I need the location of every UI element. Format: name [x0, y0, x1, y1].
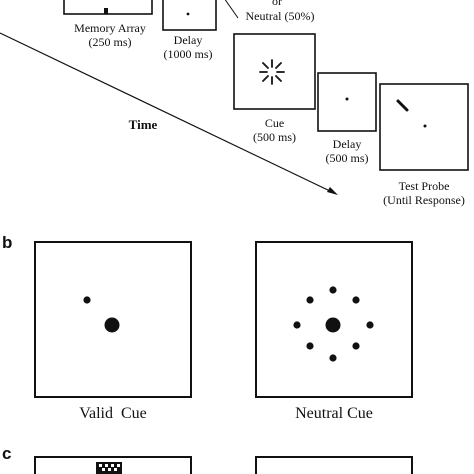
- cue-neutral-pattern: [259, 59, 285, 85]
- panel-c-letter: c: [2, 444, 12, 463]
- delay-1-name: Delay: [173, 33, 203, 47]
- valid-cue-dot: [83, 296, 91, 304]
- delay-1-frame: [162, 0, 217, 31]
- cue-branch-line: [224, 0, 239, 19]
- delay-2-frame: [317, 72, 377, 132]
- delay-2-duration: (500 ms): [325, 151, 369, 165]
- neutral-cue-dot-n: [329, 286, 337, 294]
- time-arrow-head: [327, 187, 338, 195]
- panel-c-right-frame: [255, 456, 413, 474]
- delay-2-name: Delay: [332, 137, 362, 151]
- cue-duration: (500 ms): [253, 130, 296, 144]
- delay-1-duration: (1000 ms): [163, 47, 213, 61]
- test-probe-fixation: [423, 124, 427, 128]
- cue-type-or-label: or: [272, 0, 282, 8]
- test-probe-label: Test Probe (Until Response): [374, 179, 474, 207]
- neutral-cue-dot-e: [366, 321, 374, 329]
- valid-cue-label: Valid Cue: [79, 405, 147, 422]
- cue-type-neutral-label: Neutral (50%): [245, 9, 315, 23]
- neutral-cue-dot-sw: [306, 342, 314, 350]
- time-arrow-line: [0, 32, 333, 193]
- neutral-cue-label: Neutral Cue: [295, 405, 373, 422]
- panel-c-graphics: [34, 456, 413, 474]
- neutral-cue-dot-se: [352, 342, 360, 350]
- panel-b-letter: b: [2, 233, 13, 252]
- memory-array-name: Memory Array: [74, 21, 146, 35]
- delay-1-fixation: [186, 12, 190, 16]
- neutral-cue-dot-ne: [352, 296, 360, 304]
- memory-array-item: [104, 8, 108, 14]
- delay-2-fixation: [345, 97, 349, 101]
- test-probe-duration: (Until Response): [383, 193, 465, 207]
- panel-c-checker-stimulus: [96, 462, 122, 474]
- memory-array-duration: (250 ms): [88, 35, 132, 49]
- neutral-cue-dot-w: [293, 321, 301, 329]
- cue-name: Cue: [264, 116, 285, 130]
- memory-array-label: Memory Array (250 ms): [60, 21, 160, 49]
- panel-a-graphics: [0, 0, 469, 195]
- neutral-cue-dot-nw: [306, 296, 314, 304]
- cue-frame: [233, 33, 316, 110]
- neutral-cue-fixation: [325, 317, 341, 333]
- time-label: Time: [128, 117, 158, 132]
- panel-b-graphics: [34, 241, 413, 398]
- cue-label: Cue (500 ms): [234, 116, 315, 144]
- test-probe-name: Test Probe: [398, 179, 450, 193]
- test-probe-bar: [396, 99, 409, 112]
- delay-2-label: Delay (500 ms): [307, 137, 387, 165]
- neutral-cue-dot-s: [329, 354, 337, 362]
- valid-cue-fixation: [104, 317, 120, 333]
- delay-1-label: Delay (1000 ms): [140, 33, 236, 61]
